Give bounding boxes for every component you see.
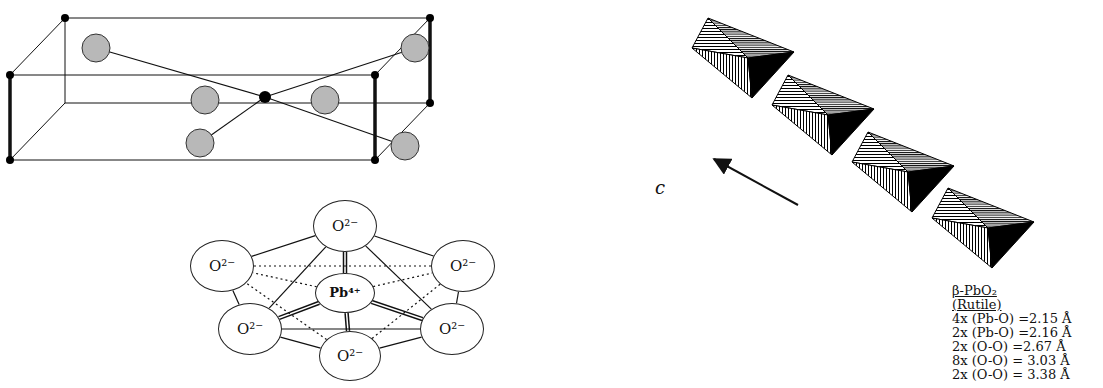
octahedron-edge [366,246,432,309]
cell-edge-bold [373,75,377,160]
octahedron [772,75,874,155]
bond-gap [344,252,346,273]
ionic-bond [343,252,348,273]
ion-label: O²⁻ [337,348,363,365]
axis-arrow [714,159,798,205]
oxygen-atom [82,34,110,62]
oxide-ion: O²⁻ [313,200,377,252]
oxygen-atom [391,132,419,160]
octahedron [932,188,1034,268]
ion-label: Pb⁴⁺ [329,286,360,300]
ion-label: O²⁻ [209,258,235,275]
octahedron-edge [233,290,239,304]
octahedron-edge [280,337,320,348]
oxide-ion: O²⁻ [319,331,381,381]
ionic-bond [372,302,423,319]
lead-ion: Pb⁴⁺ [315,273,375,313]
lead-atom [6,71,14,79]
unit-cell [10,18,430,160]
oxide-ion: O²⁻ [431,240,495,292]
lead-atoms [6,14,434,164]
axis-label: c [655,178,665,198]
cell-edge [375,18,430,75]
lead-atom [371,71,379,79]
bond-length: 2x (Pb-O) =2.16 Å [952,326,1072,340]
ion-label: O²⁻ [332,218,358,235]
octahedron-edge [252,236,316,257]
oxygen-atom [186,129,214,157]
cell-edge-bold [428,18,432,103]
oxide-ion: O²⁻ [420,303,484,355]
ion-label: O²⁻ [450,258,476,275]
octahedron-edge [282,328,420,329]
bond-length: 8x (O-O) = 3.03 Å [952,354,1070,368]
oxide-ion: O²⁻ [218,303,282,355]
octahedron-edge [375,236,434,256]
ion-label: O²⁻ [439,321,465,338]
lead-atom [426,14,434,22]
lead-atom [61,14,69,22]
octahedron-edge [253,273,317,287]
bond-length: 2x (O-O) =2.67 Å [952,340,1066,354]
cell-edge [10,18,65,75]
octahedron-edge [373,273,432,287]
cell-edge [10,103,65,160]
lead-atom [426,99,434,107]
cell-edge [375,103,430,160]
oxygen-atom [311,86,339,114]
structure-label: (Rutile) [952,298,1002,312]
oxide-ion: O²⁻ [190,240,254,292]
cell-edge [65,18,430,19]
octahedron [692,18,794,98]
formula-label: β-PbO₂ [952,284,997,298]
oxygen-atoms [82,34,429,160]
lead-atom [371,156,379,164]
cell-bond [96,48,265,97]
bond-gap [347,313,348,331]
octahedron-edge [456,292,458,304]
bond-gap [372,302,423,319]
bond-length: 2x (O-O) = 3.38 Å [952,368,1070,382]
cell-bond [265,48,415,97]
octahedron [852,132,954,212]
octahedron-edge [379,337,421,348]
octahedron-edge [254,265,431,266]
lead-atom [6,156,14,164]
ionic-bond [347,313,348,331]
cell-edge [10,160,375,161]
oxygen-atom [401,34,429,62]
lead-atom [259,91,271,103]
oxygen-atom [191,86,219,114]
cell-edge [65,18,66,103]
ion-label: O²⁻ [237,321,263,338]
cell-edge-bold [8,75,12,160]
bond-length: 4x (Pb-O) =2.15 Å [952,312,1072,326]
